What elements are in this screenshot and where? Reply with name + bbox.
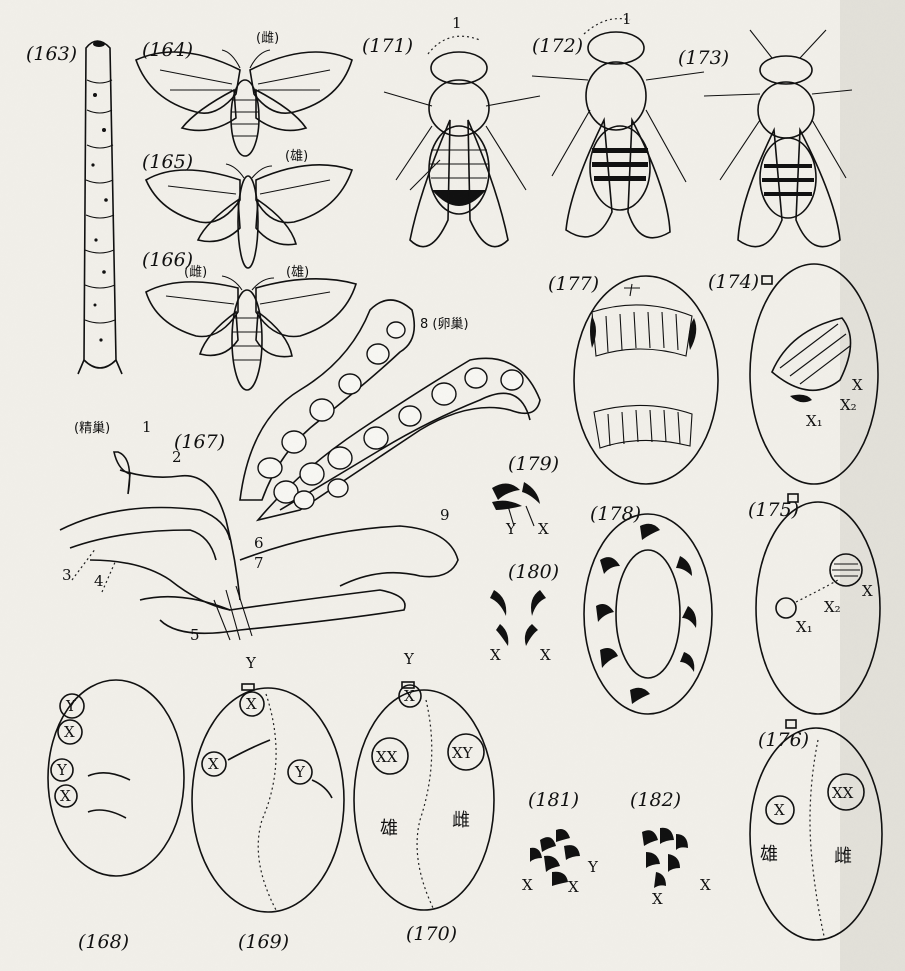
chrom-169-y2: Y bbox=[294, 763, 306, 781]
label-178: (178) bbox=[590, 503, 641, 525]
label-163: (163) bbox=[26, 43, 77, 65]
label-174: (174) bbox=[708, 271, 759, 293]
label-176: (176) bbox=[758, 729, 809, 751]
chrom-174-x: X bbox=[852, 376, 863, 394]
chrom-176-xx: XX bbox=[832, 784, 854, 802]
organ-label-2: 2 bbox=[172, 448, 182, 466]
mark-165: (雄) bbox=[285, 149, 308, 164]
chrom-175-x: X bbox=[862, 582, 873, 600]
chrom-179-x: X bbox=[538, 520, 549, 538]
label-179: (179) bbox=[508, 453, 559, 475]
organ-seminal-label: (精巢) bbox=[74, 421, 110, 436]
chrom-168-x1: X bbox=[64, 723, 75, 741]
mark-164: (雌) bbox=[256, 30, 279, 46]
label-170: (170) bbox=[406, 923, 457, 945]
chrom-168-y1: Y bbox=[65, 697, 77, 715]
organ-label-6: 6 bbox=[254, 534, 264, 552]
chrom-182-x2: X bbox=[700, 876, 711, 894]
mark-166-right: (雄) bbox=[286, 265, 309, 280]
chrom-182-x1: X bbox=[652, 890, 663, 908]
label-182: (182) bbox=[630, 789, 681, 811]
chrom-175-x1: X₁ bbox=[796, 618, 813, 636]
label-181: (181) bbox=[528, 789, 579, 811]
chrom-174-x1: X₁ bbox=[806, 412, 823, 430]
sex-170-male: 雄 bbox=[380, 818, 398, 839]
organ-label-9: 9 bbox=[440, 506, 450, 524]
chrom-169-x2: X bbox=[208, 755, 219, 773]
chrom-179-y: Y bbox=[505, 520, 517, 538]
label-169: (169) bbox=[238, 931, 289, 953]
organ-label-1: 1 bbox=[142, 418, 152, 436]
chrom-180-x2: X bbox=[540, 646, 551, 664]
sex-176-female: 雌 bbox=[834, 846, 852, 867]
chrom-175-x2: X₂ bbox=[824, 598, 841, 616]
label-168: (168) bbox=[78, 931, 129, 953]
label-167: (167) bbox=[174, 431, 225, 453]
label-172: (172) bbox=[532, 35, 583, 57]
label-180: (180) bbox=[508, 561, 559, 583]
organ-ovary-label: 8 (卵巢) bbox=[420, 317, 469, 332]
label-173: (173) bbox=[678, 47, 729, 69]
organ-label-4: 4 bbox=[94, 572, 104, 590]
chrom-181-y: Y bbox=[587, 858, 599, 876]
organ-label-5: 5 bbox=[190, 626, 200, 644]
chrom-168-y2: Y bbox=[56, 761, 68, 779]
chrom-180-x1: X bbox=[490, 646, 501, 664]
label-171: (171) bbox=[362, 35, 413, 57]
chrom-170-x: X bbox=[404, 687, 415, 705]
chrom-170-top-y: Y bbox=[403, 650, 415, 668]
chrom-169-top-y: Y bbox=[245, 654, 257, 672]
sex-176-male: 雄 bbox=[760, 844, 778, 865]
organ-label-3: 3 bbox=[62, 566, 72, 584]
chrom-176-x: X bbox=[774, 801, 785, 819]
chrom-174-x2: X₂ bbox=[840, 396, 857, 414]
chrom-181-x2: X bbox=[568, 878, 579, 896]
organ-label-7: 7 bbox=[254, 554, 264, 572]
chrom-181-x1: X bbox=[522, 876, 533, 894]
chrom-170-xx: XX bbox=[376, 748, 398, 766]
fly-171-label-1: 1 bbox=[452, 14, 462, 32]
mark-166-left: (雌) bbox=[184, 264, 207, 280]
label-164: (164) bbox=[142, 39, 193, 61]
chrom-168-x2: X bbox=[60, 787, 71, 805]
chrom-170-xy: XY bbox=[452, 744, 474, 762]
label-177: (177) bbox=[548, 273, 599, 295]
chrom-169-x1: X bbox=[246, 695, 257, 713]
sex-170-female: 雌 bbox=[452, 810, 470, 831]
